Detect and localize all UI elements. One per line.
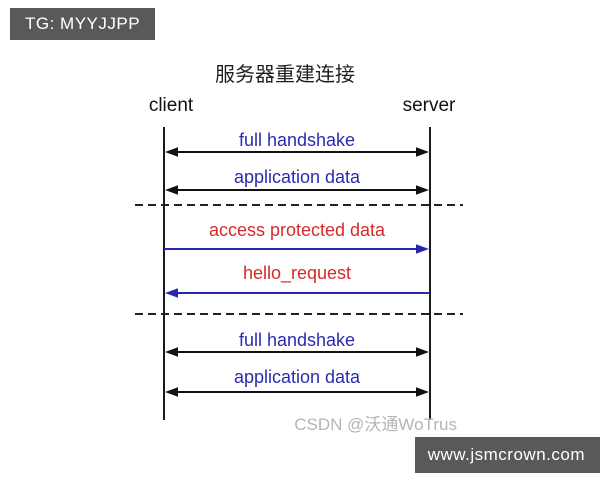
right-arrow-access-protected-data <box>164 244 429 254</box>
csdn-watermark: CSDN @沃通WoTrus <box>294 415 457 434</box>
message-label-access-protected-data: access protected data <box>208 220 386 240</box>
double-arrow-full-handshake-1 <box>165 147 429 157</box>
message-label-hello-request: hello_request <box>242 263 352 283</box>
actor-label-client: client <box>148 95 194 116</box>
session-separator-top <box>135 204 463 206</box>
left-arrow-hello-request <box>165 288 430 298</box>
message-label-application-data-2: application data <box>233 367 361 387</box>
message-label-application-data-1: application data <box>233 167 361 187</box>
actor-label-server: server <box>402 95 456 116</box>
diagram-title: 服务器重建连接 <box>215 64 355 86</box>
client-lifeline <box>163 127 165 420</box>
server-lifeline <box>429 127 431 420</box>
double-arrow-application-data-2 <box>165 387 429 397</box>
telegram-badge: TG: MYYJJPP <box>10 8 156 40</box>
message-label-full-handshake-1: full handshake <box>238 130 356 150</box>
message-label-full-handshake-2: full handshake <box>238 330 356 350</box>
double-arrow-application-data-1 <box>165 185 429 195</box>
session-separator-bottom <box>135 313 463 315</box>
double-arrow-full-handshake-2 <box>165 347 429 357</box>
website-badge: www.jsmcrown.com <box>415 437 600 473</box>
